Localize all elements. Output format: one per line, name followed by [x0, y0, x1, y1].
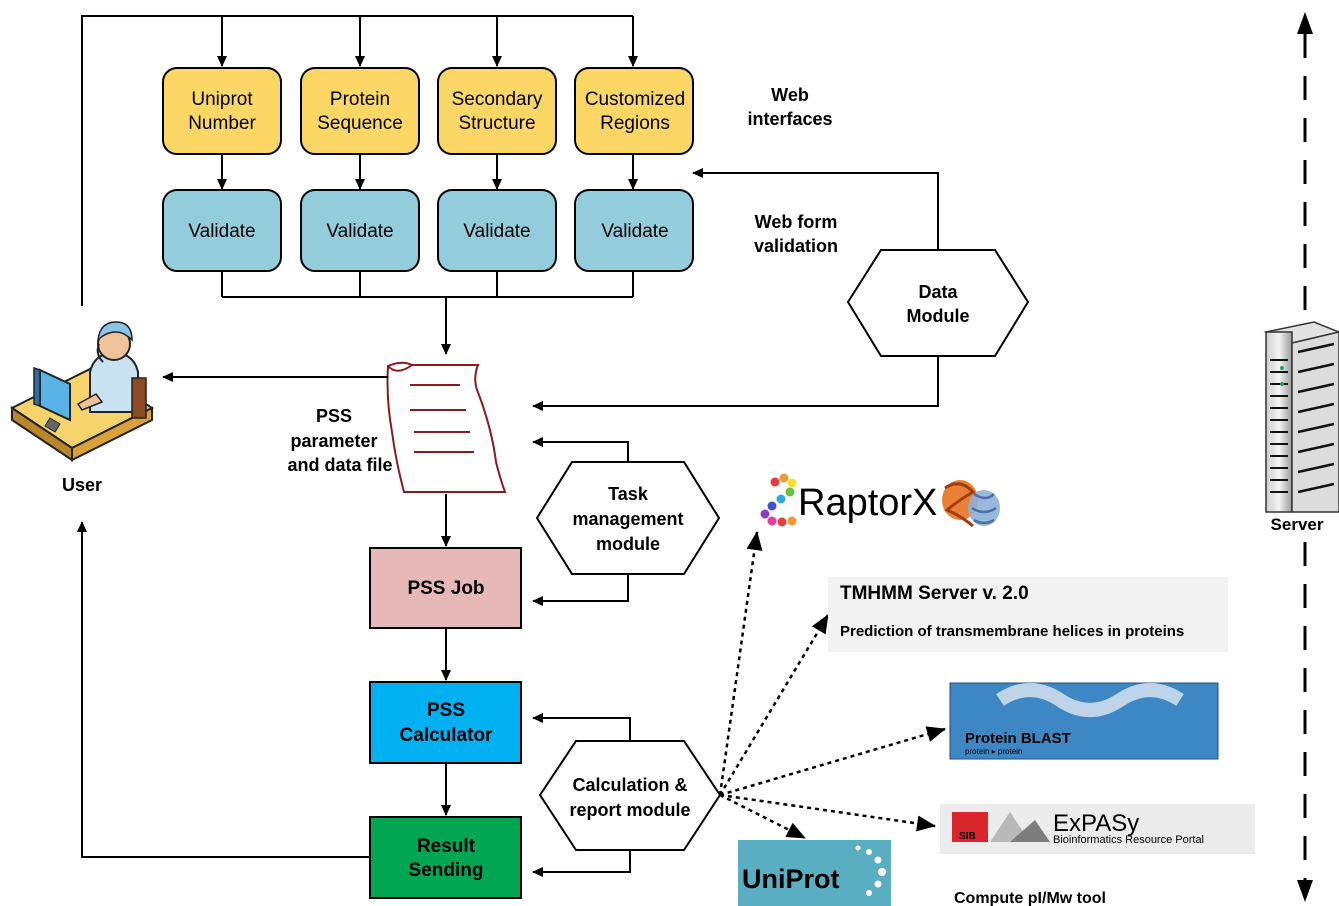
- pss-job-box: PSS Job: [369, 547, 522, 629]
- helix-icon: [996, 683, 1184, 717]
- validate-box-4: Validate: [574, 189, 694, 272]
- web-interfaces-label: Web interfaces: [747, 85, 832, 129]
- tmhmm-subtitle: Prediction of transmembrane helices in p…: [840, 623, 1184, 640]
- calc-module-connectors: [532, 713, 631, 877]
- label-line2: validation: [754, 236, 838, 256]
- data-module: Data Module: [846, 249, 1030, 357]
- label-line1: Web form: [755, 212, 838, 232]
- uniprot-logo: UniProt: [738, 840, 891, 906]
- bead-chain-icon: [760, 473, 797, 527]
- input-label-line1: Secondary: [452, 89, 543, 110]
- label-line2: parameter: [290, 431, 377, 451]
- input-to-validate-arrows: [217, 155, 638, 190]
- input-label-line2: Number: [188, 113, 256, 134]
- input-label-line2: Regions: [600, 113, 670, 134]
- result-sending-box: Result Sending: [369, 816, 522, 899]
- label-line1: PSS: [427, 700, 465, 721]
- task-management-module: Task management module: [535, 461, 721, 575]
- label-line1: Task: [608, 484, 649, 504]
- input-label-line1: Protein: [330, 89, 390, 110]
- validate-label: Validate: [188, 221, 255, 242]
- server-range-arrow: [1297, 12, 1313, 902]
- expasy-name: ExPASy: [1053, 810, 1139, 837]
- raptorx-name: RaptorX: [798, 482, 937, 524]
- pss-data-file-icon: [386, 361, 507, 493]
- web-form-validation-label: Web form validation: [754, 212, 838, 256]
- label-line3: and data file: [287, 455, 392, 475]
- validate-box-2: Validate: [300, 189, 420, 272]
- label-line1: Calculation &: [572, 775, 687, 795]
- user-label: User: [62, 475, 102, 495]
- user-computer-icon: [10, 321, 154, 462]
- calculation-report-module: Calculation & report module: [538, 740, 722, 851]
- protein-blast-panel: Protein BLAST protein ▸ protein: [949, 682, 1219, 760]
- task-module-connectors: [532, 437, 629, 606]
- label-line2: management: [572, 509, 683, 529]
- dots-ring-icon: [855, 845, 886, 896]
- pss-calculator-box: PSS Calculator: [369, 681, 522, 764]
- label-line3: module: [596, 534, 660, 554]
- label-line2: interfaces: [747, 109, 832, 129]
- label-line1: Result: [417, 836, 476, 857]
- uniprot-name: UniProt: [742, 864, 840, 894]
- pss-job-label: PSS Job: [407, 578, 484, 599]
- compute-tool-label: Compute pI/Mw tool: [954, 890, 1106, 906]
- input-uniprot-number: Uniprot Number: [162, 67, 282, 155]
- input-label-line2: Sequence: [317, 113, 403, 134]
- label-line1: Data: [918, 282, 958, 302]
- raptorx-logo: RaptorX: [760, 473, 1000, 528]
- input-customized-regions: Customized Regions: [574, 67, 694, 155]
- sib-label: SIB: [959, 831, 976, 842]
- label-line2: Sending: [409, 860, 484, 881]
- input-label-line2: Structure: [458, 113, 535, 134]
- label-line2: Module: [907, 306, 970, 326]
- input-protein-sequence: Protein Sequence: [300, 67, 420, 155]
- blast-title: Protein BLAST: [965, 730, 1071, 747]
- validate-label: Validate: [601, 221, 668, 242]
- tool-call-arrows: [718, 531, 946, 840]
- validate-box-1: Validate: [162, 189, 282, 272]
- validate-label: Validate: [463, 221, 530, 242]
- tmhmm-title: TMHMM Server v. 2.0: [840, 583, 1029, 604]
- label-line2: report module: [569, 800, 690, 820]
- validate-box-3: Validate: [437, 189, 557, 272]
- data-module-connectors: [532, 168, 939, 411]
- server-icon: [1263, 321, 1339, 513]
- label-line2: Calculator: [400, 725, 494, 746]
- label-line1: Web: [771, 85, 809, 105]
- tmhmm-panel: TMHMM Server v. 2.0 Prediction of transm…: [828, 577, 1228, 652]
- server-label: Server: [1271, 515, 1324, 534]
- input-label-line1: Customized: [585, 89, 685, 110]
- validate-merge-connector: [221, 271, 634, 355]
- expasy-panel: SIB ExPASy Bioinformatics Resource Porta…: [940, 804, 1255, 854]
- input-label-line1: Uniprot: [191, 89, 253, 110]
- input-secondary-structure: Secondary Structure: [437, 67, 557, 155]
- label-line1: PSS: [316, 406, 352, 426]
- user-to-inputs-connector: [81, 15, 638, 306]
- sib-logo-icon: [952, 812, 988, 842]
- protein-structure-icon: [942, 480, 1000, 528]
- pss-file-label: PSS parameter and data file: [287, 406, 392, 475]
- result-to-user-arrow: [77, 521, 370, 858]
- blast-subtitle: protein ▸ protein: [965, 747, 1022, 756]
- validate-label: Validate: [326, 221, 393, 242]
- expasy-subtitle: Bioinformatics Resource Portal: [1053, 834, 1204, 846]
